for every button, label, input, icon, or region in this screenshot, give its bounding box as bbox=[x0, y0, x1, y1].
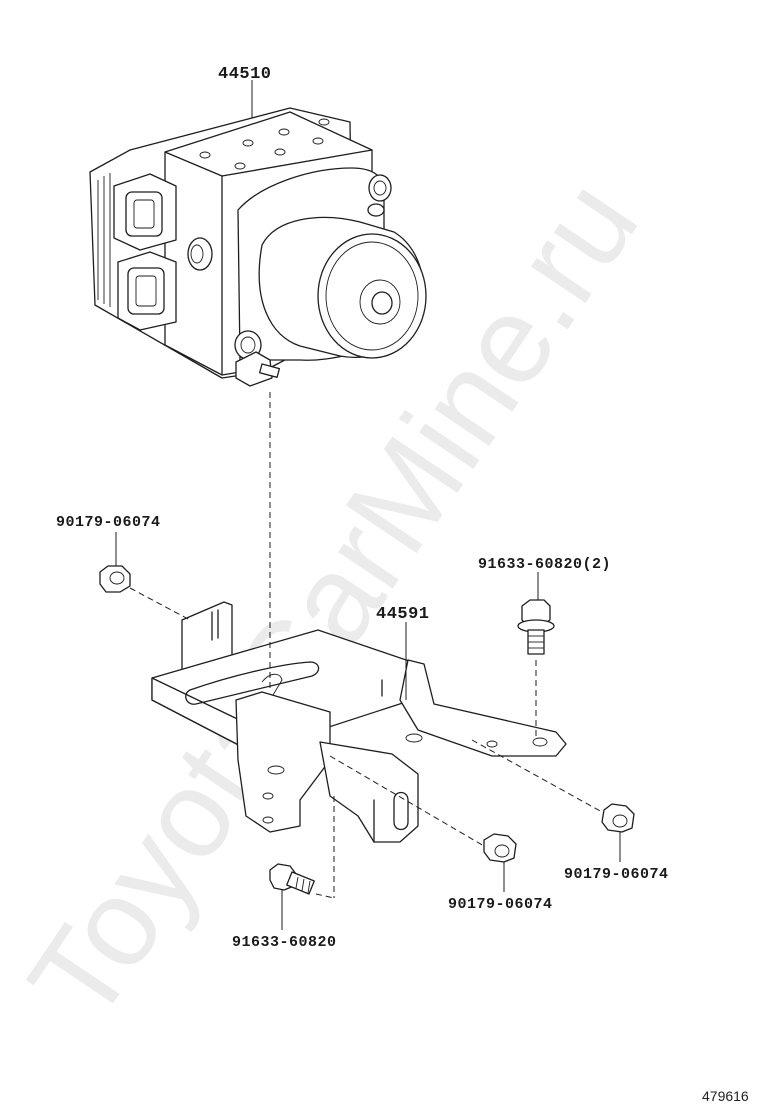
label-bolt-bottom[interactable]: 91633-60820 bbox=[232, 934, 337, 951]
label-bolt-top-right[interactable]: 91633-60820(2) bbox=[478, 556, 611, 573]
mount-studs bbox=[234, 174, 392, 387]
bolt-top-right-drawing bbox=[517, 599, 555, 655]
illustration-number: 479616 bbox=[702, 1088, 749, 1104]
nut-bottom-drawing bbox=[483, 833, 517, 863]
block-ports bbox=[199, 118, 330, 170]
bracket-drawing bbox=[151, 601, 567, 843]
nut-right-drawing bbox=[601, 803, 635, 833]
label-bracket[interactable]: 44591 bbox=[376, 605, 430, 624]
abs-actuator-drawing bbox=[89, 107, 427, 387]
label-nut-bottom[interactable]: 90179-06074 bbox=[448, 896, 553, 913]
pump-motor bbox=[258, 216, 427, 359]
electrical-connectors bbox=[113, 173, 177, 331]
label-abs-actuator[interactable]: 44510 bbox=[218, 65, 272, 84]
assembly-lines bbox=[129, 392, 603, 899]
nut-left-drawing bbox=[99, 565, 131, 593]
leader-lines bbox=[115, 80, 621, 930]
label-nut-right[interactable]: 90179-06074 bbox=[564, 866, 669, 883]
label-nut-left[interactable]: 90179-06074 bbox=[56, 514, 161, 531]
bolt-bottom-drawing bbox=[269, 863, 315, 895]
